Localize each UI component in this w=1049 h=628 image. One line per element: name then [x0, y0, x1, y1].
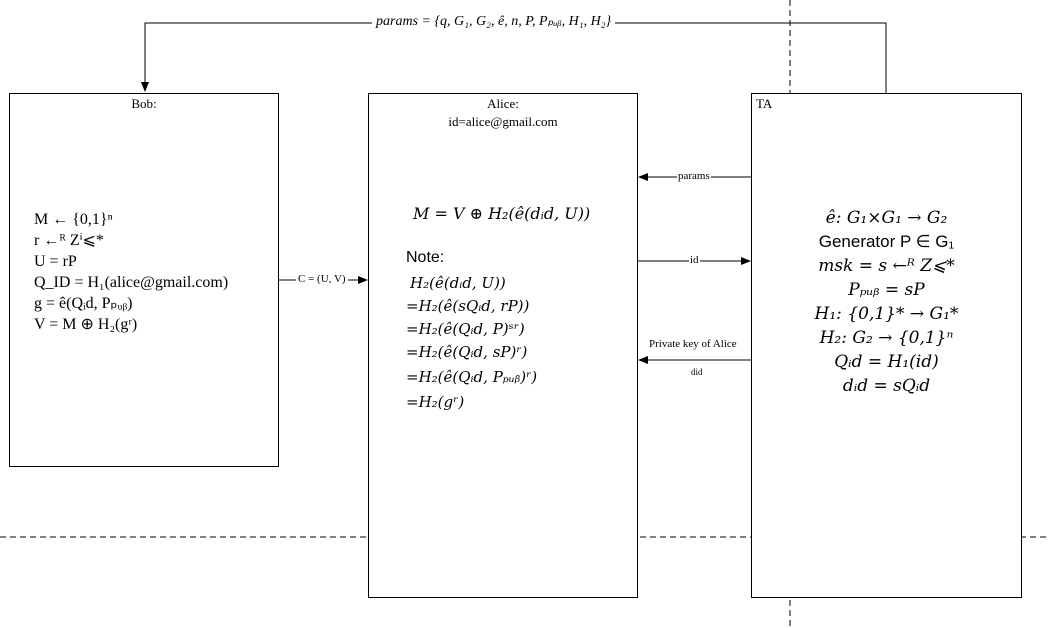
ta-title: TA — [756, 96, 773, 111]
bob-line: V = M ⊕ H₂(gʳ) — [34, 316, 138, 333]
ta-line: Generator P ∈ G₁ — [818, 232, 955, 251]
alice-decrypt-equation: M = V ⊕ H₂(ê(dᵢd, U)) — [413, 204, 591, 223]
ta-line: Qᵢd = H₁(id) — [834, 352, 939, 372]
ta-line: msk = s ←ᴿ Z⩽* — [818, 256, 955, 276]
bob-title: Bob: — [131, 96, 157, 111]
bob-line: r ←ᴿ Zⁱ⩽* — [34, 232, 104, 249]
id-arrow-label: id — [689, 254, 700, 266]
alice-note-lines: H₂(ê(dᵢd, U)) =H₂(ê(sQᵢd, rP)) =H₂(ê(Qᵢd… — [406, 272, 537, 414]
params-broadcast-arrow — [141, 22, 887, 93]
bob-line: Q_ID = H₁(alice@gmail.com) — [34, 274, 229, 291]
ta-line: H₁: {0,1}* → G₁* — [814, 304, 959, 324]
alice-note-line: H₂(ê(dᵢd, U)) — [410, 274, 506, 292]
ta-line: ê: G₁×G₁ → G₂ — [825, 208, 948, 228]
alice-id: id=alice@gmail.com — [448, 114, 558, 129]
params-label: params = {q, G₁, G₂, ê, n, P, Pₚᵤᵦ, H₁, … — [372, 13, 616, 30]
alice-note-line: =H₂(ê(Qᵢd, sP)ʳ) — [406, 343, 528, 361]
bob-equations: M ← {0,1}ⁿ r ←ᴿ Zⁱ⩽* U = rP Q_ID = H₁(al… — [34, 209, 228, 335]
bob-box: Bob: M ← {0,1}ⁿ r ←ᴿ Zⁱ⩽* U = rP Q_ID = … — [9, 93, 279, 467]
private-key-label: Private key of Alice — [649, 338, 737, 350]
params-arrow-label: params — [677, 170, 711, 182]
ta-line: Pₚᵤᵦ = sP — [848, 280, 925, 300]
alice-note-line: =H₂(ê(Qᵢd, Pₚᵤᵦ)ʳ) — [406, 368, 538, 386]
did-label: did — [691, 367, 703, 377]
bob-line: g = ê(Qᵢd, Pₚᵤᵦ) — [34, 295, 133, 312]
ciphertext-label: C = (U, V) — [296, 273, 348, 285]
params-label-text: params = {q, G₁, G₂, ê, n, P, Pₚᵤᵦ, H₁, … — [376, 14, 612, 29]
bob-line: M ← {0,1}ⁿ — [34, 211, 113, 228]
ta-box: TA ê: G₁×G₁ → G₂ Generator P ∈ G₁ msk = … — [751, 93, 1022, 598]
alice-note-line: =H₂(gʳ) — [406, 393, 465, 411]
ta-line: dᵢd = sQᵢd — [842, 376, 931, 396]
alice-note-line: =H₂(ê(sQᵢd, rP)) — [406, 297, 530, 315]
bob-line: U = rP — [34, 253, 77, 270]
alice-note-label: Note: — [406, 249, 445, 266]
ta-line: H₂: G₂ → {0,1}ⁿ — [819, 328, 954, 348]
alice-title: Alice: — [487, 96, 519, 111]
alice-note-line: =H₂(ê(Qᵢd, P)ˢʳ) — [406, 320, 525, 338]
alice-box: Alice: id=alice@gmail.com M = V ⊕ H₂(ê(d… — [368, 93, 638, 598]
ta-equations: ê: G₁×G₁ → G₂ Generator P ∈ G₁ msk = s ←… — [752, 206, 1021, 398]
